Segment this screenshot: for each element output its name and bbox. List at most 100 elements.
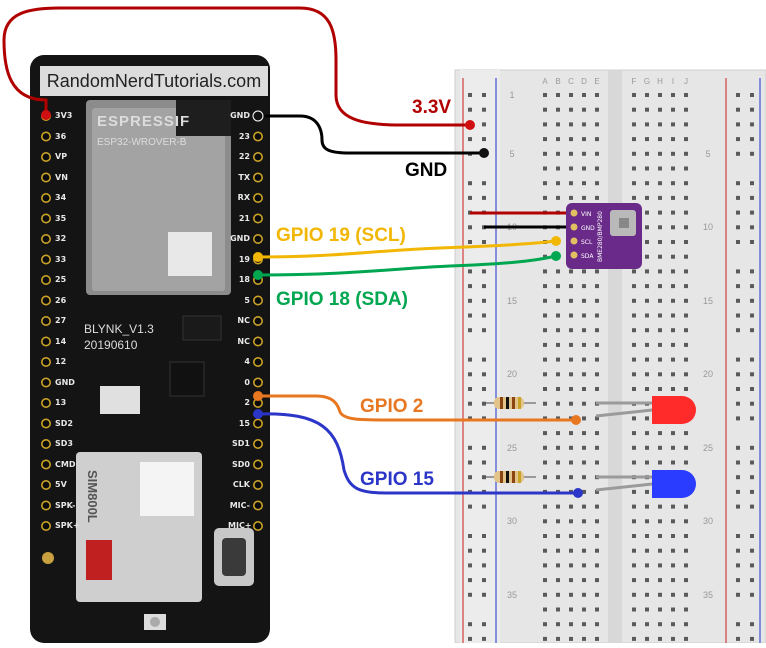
left-pin-label: 14 xyxy=(55,336,67,346)
right-pin-label: SD1 xyxy=(232,439,250,448)
label-3v3: 3.3V xyxy=(412,97,452,118)
left-pin-label: 12 xyxy=(55,357,67,366)
left-pin-label: SPK+ xyxy=(55,521,80,530)
row-number-20: 20 xyxy=(507,369,517,379)
sensor-pin-scl: SCL xyxy=(581,239,593,246)
right-pin-12 xyxy=(253,356,264,367)
right-pin-4 xyxy=(253,193,264,204)
col-letter-c: C xyxy=(568,77,574,86)
right-pin-label: NC xyxy=(237,316,250,325)
left-pin-label: 36 xyxy=(55,131,67,141)
row-number-35: 35 xyxy=(507,590,517,600)
left-pin-label: SD3 xyxy=(55,439,73,448)
right-pin-label: 21 xyxy=(238,213,250,223)
antenna-connector xyxy=(42,552,54,564)
right-pin-1 xyxy=(253,131,264,142)
left-pin-4 xyxy=(40,193,51,204)
gsm-module-name: SIM800L xyxy=(85,470,100,523)
row-number-5-right: 5 xyxy=(705,149,710,159)
breadboard: A B C D E F G H I J 1 5 10 15 20 25 30 3… xyxy=(454,69,766,644)
module-qr-code xyxy=(168,232,212,276)
label-gpio15: GPIO 15 xyxy=(360,469,434,490)
left-pin-10 xyxy=(40,315,51,326)
left-pin-label: VP xyxy=(55,152,68,161)
sim800l-qr-code xyxy=(140,462,194,516)
left-pin-13 xyxy=(40,377,51,388)
right-pin-3 xyxy=(253,172,264,183)
left-pin-16 xyxy=(40,438,51,449)
left-pin-2 xyxy=(40,152,51,163)
esp32-board xyxy=(30,55,270,643)
left-pin-5 xyxy=(40,213,51,224)
right-pin-5 xyxy=(253,213,264,224)
row-number-1: 1 xyxy=(509,90,514,100)
col-letter-d: D xyxy=(581,77,587,86)
board-name: BLYNK_V1.3 xyxy=(84,322,154,336)
label-gpio2: GPIO 2 xyxy=(360,396,424,417)
left-pin-1 xyxy=(40,131,51,142)
right-pin-label: RX xyxy=(237,193,250,202)
row-number-15-right: 15 xyxy=(703,296,713,306)
right-pin-17 xyxy=(253,459,264,470)
col-letter-j: J xyxy=(684,77,688,86)
left-pin-label: 26 xyxy=(55,295,67,305)
sensor-pin-sda: SDA xyxy=(581,253,594,260)
right-pin-13 xyxy=(253,377,264,388)
left-pin-3 xyxy=(40,172,51,183)
left-pin-label: 35 xyxy=(55,213,67,223)
right-pin-2 xyxy=(253,152,264,163)
row-number-25-right: 25 xyxy=(703,443,713,453)
right-pin-6 xyxy=(253,234,264,245)
led-blue xyxy=(652,470,696,498)
left-pin-label: 27 xyxy=(55,316,67,325)
right-pin-15 xyxy=(253,418,264,429)
module-model: ESP32-WROVER-B xyxy=(97,137,187,148)
label-gpio18-sda: GPIO 18 (SDA) xyxy=(276,289,408,310)
wire-3v3 xyxy=(2,6,470,127)
right-pin-label: TX xyxy=(238,172,250,182)
left-pin-label: 34 xyxy=(55,193,67,202)
left-pin-label: SD2 xyxy=(55,418,73,428)
left-pin-20 xyxy=(40,520,51,531)
right-pin-label: CLK xyxy=(232,480,250,489)
right-pin-header xyxy=(253,111,264,531)
bme280-sensor: VIN GND SCL SDA BME280/BMP280 xyxy=(566,203,642,269)
led-red xyxy=(652,396,696,424)
wire-scl xyxy=(257,239,557,259)
left-pin-6 xyxy=(40,234,51,245)
left-pin-18 xyxy=(40,479,51,490)
col-letter-b: B xyxy=(555,77,560,86)
right-pin-label: GND xyxy=(230,111,250,120)
left-pin-label: 5V xyxy=(55,480,67,489)
col-letter-a: A xyxy=(542,77,548,86)
right-pin-label: SD0 xyxy=(232,459,250,469)
right-pin-label: GND xyxy=(230,234,250,243)
right-pin-label: 15 xyxy=(238,418,250,428)
right-pin-20 xyxy=(253,520,264,531)
right-pin-label: 22 xyxy=(238,152,250,161)
left-pin-14 xyxy=(40,397,51,408)
row-number-10-right: 10 xyxy=(703,222,713,232)
left-pin-label: VN xyxy=(55,172,68,182)
right-pin-label: MIC+ xyxy=(228,521,252,530)
watermark: RandomNerdTutorials.com xyxy=(40,66,268,96)
left-pin-19 xyxy=(40,500,51,511)
row-number-5: 5 xyxy=(509,149,514,159)
col-letter-h: H xyxy=(657,77,663,86)
right-pin-10 xyxy=(253,315,264,326)
right-pin-9 xyxy=(253,295,264,306)
right-pin-label: 23 xyxy=(238,131,250,141)
right-pin-label: 0 xyxy=(244,377,250,387)
left-pin-7 xyxy=(40,254,51,265)
left-pin-label: 32 xyxy=(55,234,67,243)
left-pin-11 xyxy=(40,336,51,347)
board-date: 20190610 xyxy=(84,338,138,352)
resistor-2 xyxy=(486,471,536,483)
left-pin-label: 33 xyxy=(55,254,67,264)
left-pin-label: 25 xyxy=(55,275,67,284)
wire-sda xyxy=(257,254,557,277)
wire-gnd xyxy=(258,114,484,155)
right-pin-label: 19 xyxy=(238,254,250,264)
col-letter-e: E xyxy=(594,77,599,86)
